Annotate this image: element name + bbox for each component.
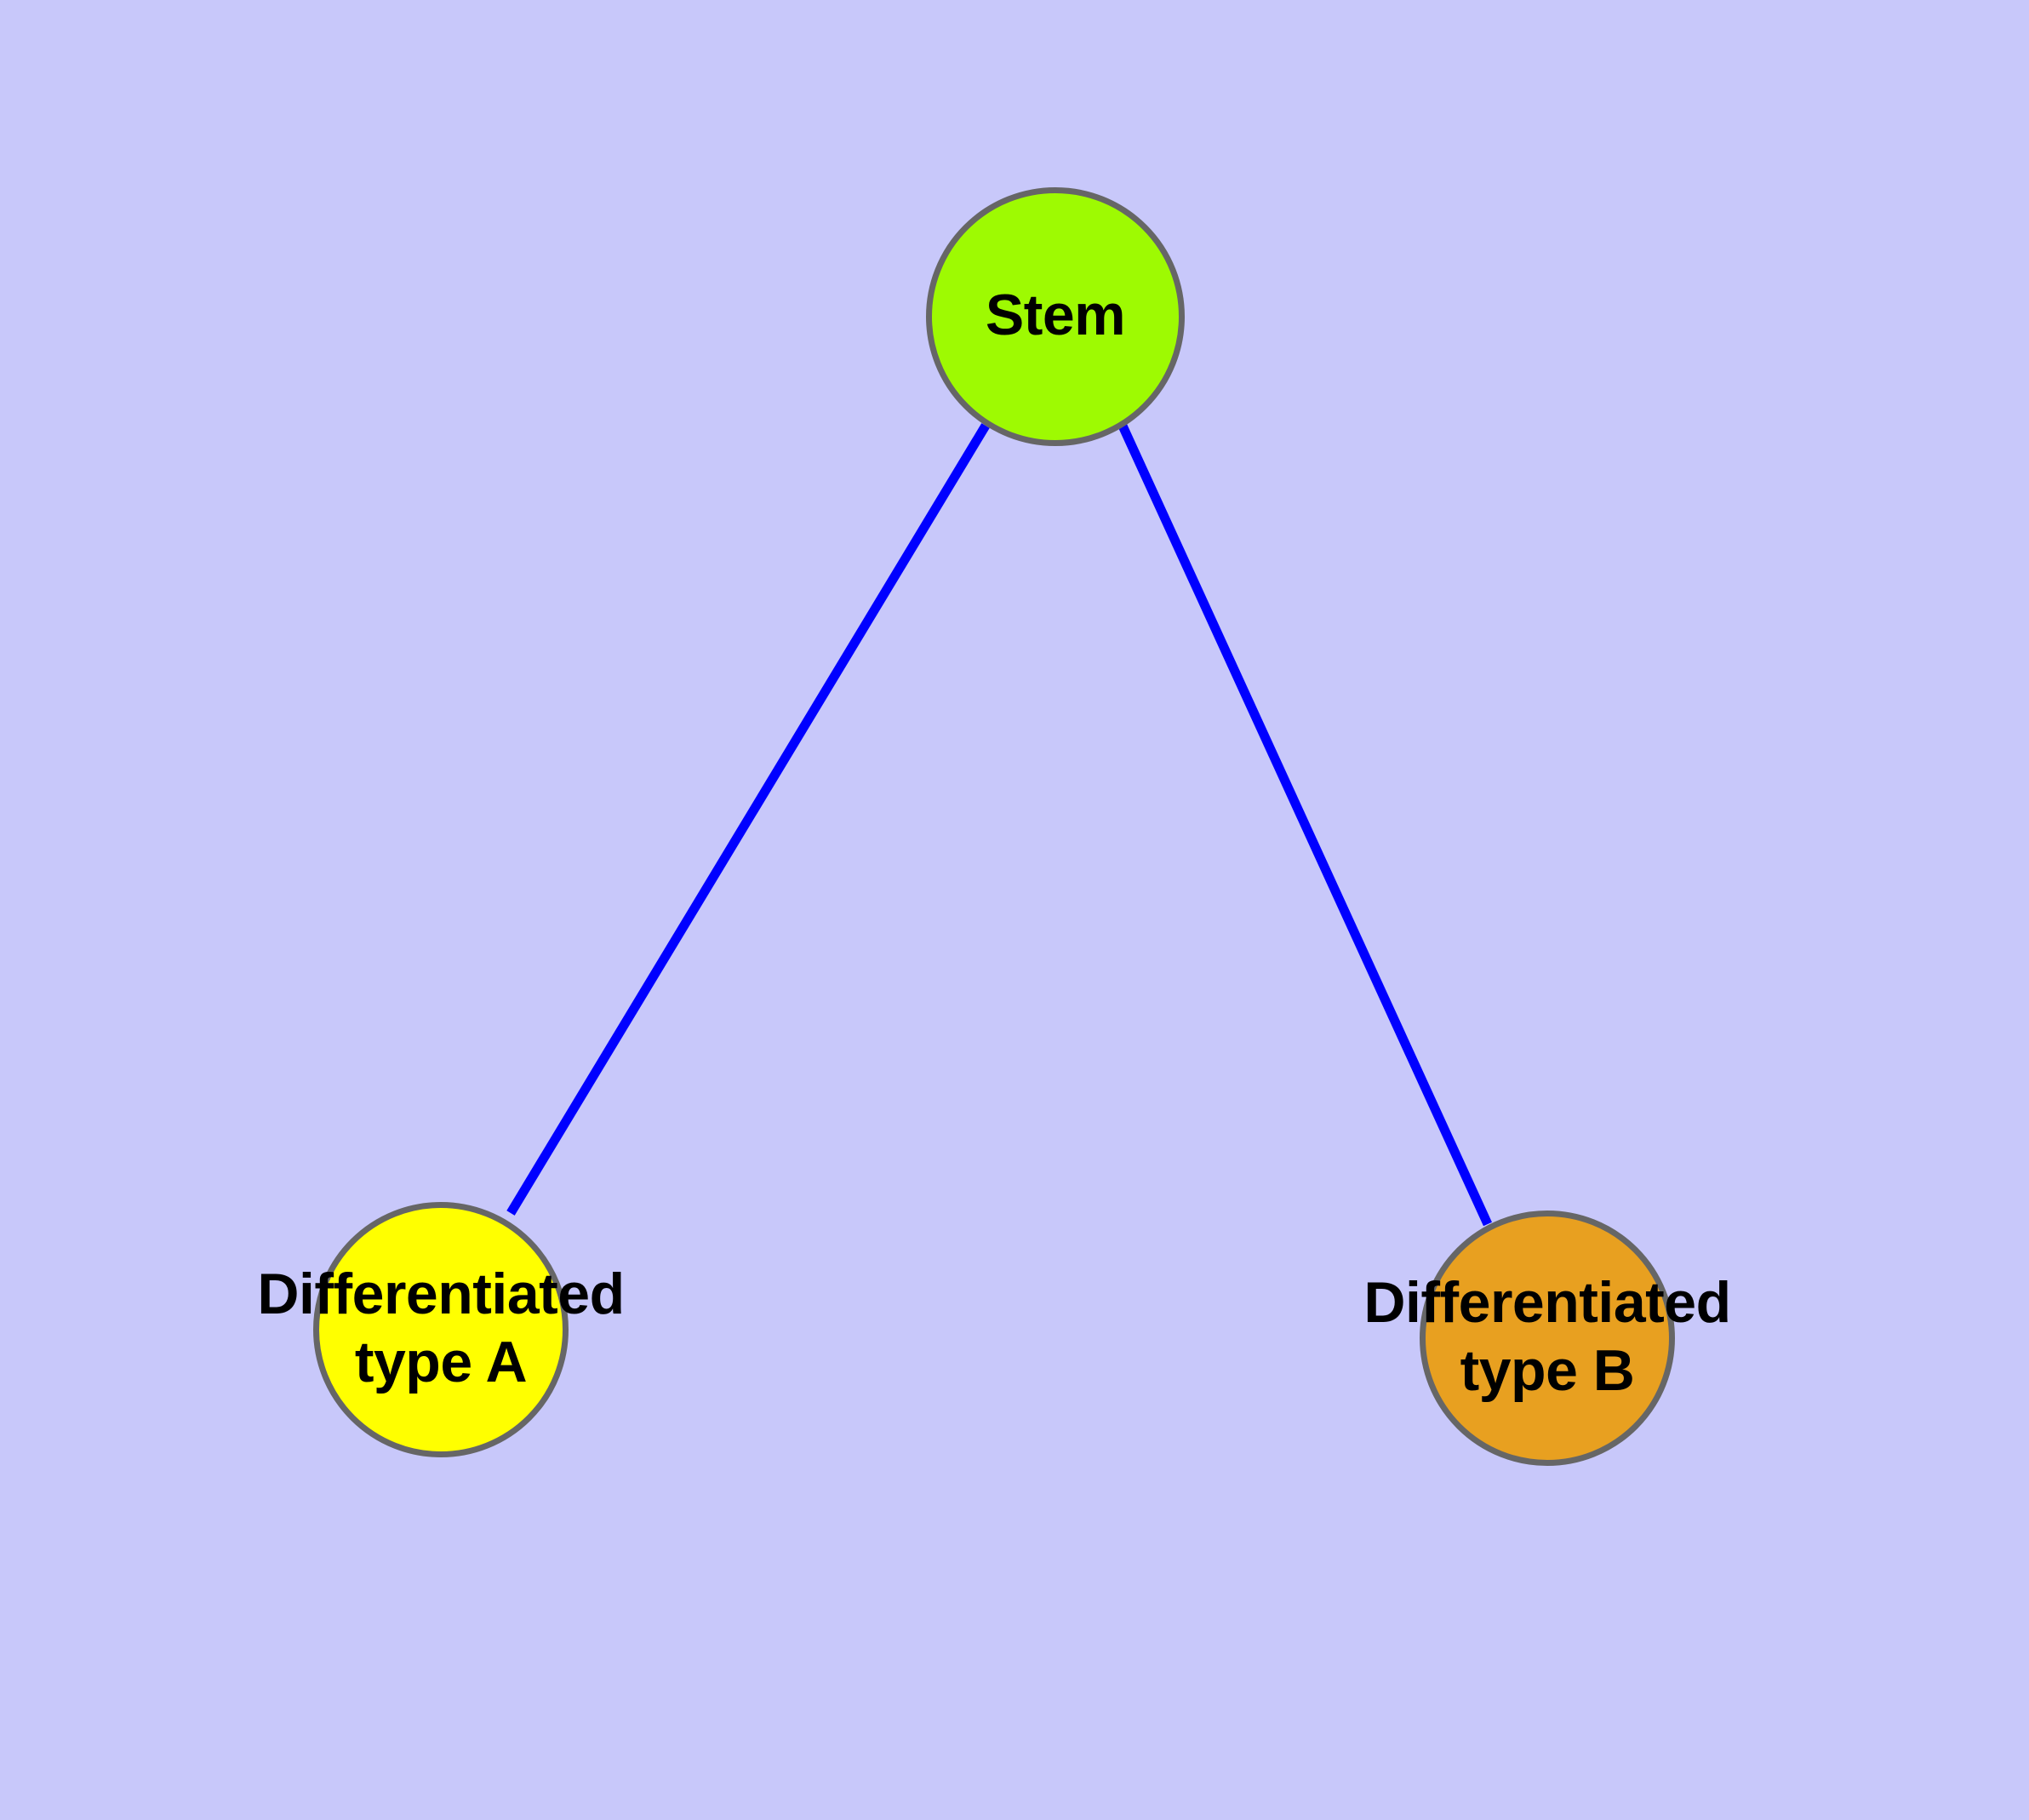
edge-stem-to-differentiated-type-a [506,423,990,1216]
edge-stem-to-differentiated-type-b [1117,421,1493,1227]
node-differentiated-type-a[interactable] [313,1202,569,1457]
node-differentiated-type-b[interactable] [1420,1210,1675,1466]
node-stem[interactable] [926,187,1185,446]
